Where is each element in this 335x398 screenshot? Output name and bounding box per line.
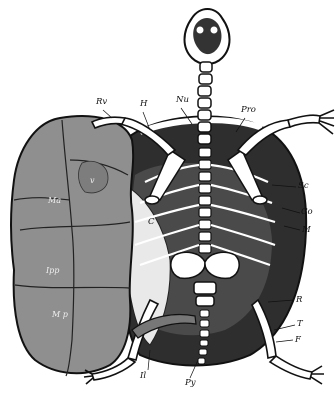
- label-ipp: Ipp: [46, 266, 59, 275]
- label-h: H: [140, 100, 147, 109]
- label-f: F: [295, 336, 301, 345]
- label-v: v: [90, 176, 95, 185]
- vertebral-column: [199, 148, 211, 253]
- label-t: T: [297, 320, 303, 329]
- neck-vertebrae: [198, 62, 212, 144]
- label-c: C: [148, 218, 155, 227]
- label-pro: Pro: [241, 106, 256, 115]
- label-rv: Rv: [96, 98, 107, 107]
- label-co: Co: [301, 208, 313, 217]
- label-py: Py: [185, 379, 196, 388]
- label-r: R: [296, 296, 302, 305]
- label-sc: Sc: [298, 182, 309, 191]
- orbit-left: [197, 27, 204, 34]
- label-mp: M p: [52, 310, 68, 319]
- label-nu: Nu: [176, 96, 189, 105]
- label-il: Il: [140, 372, 146, 381]
- orbit-right: [211, 27, 218, 34]
- label-ma: Ma: [48, 196, 61, 205]
- label-m: M: [302, 226, 311, 235]
